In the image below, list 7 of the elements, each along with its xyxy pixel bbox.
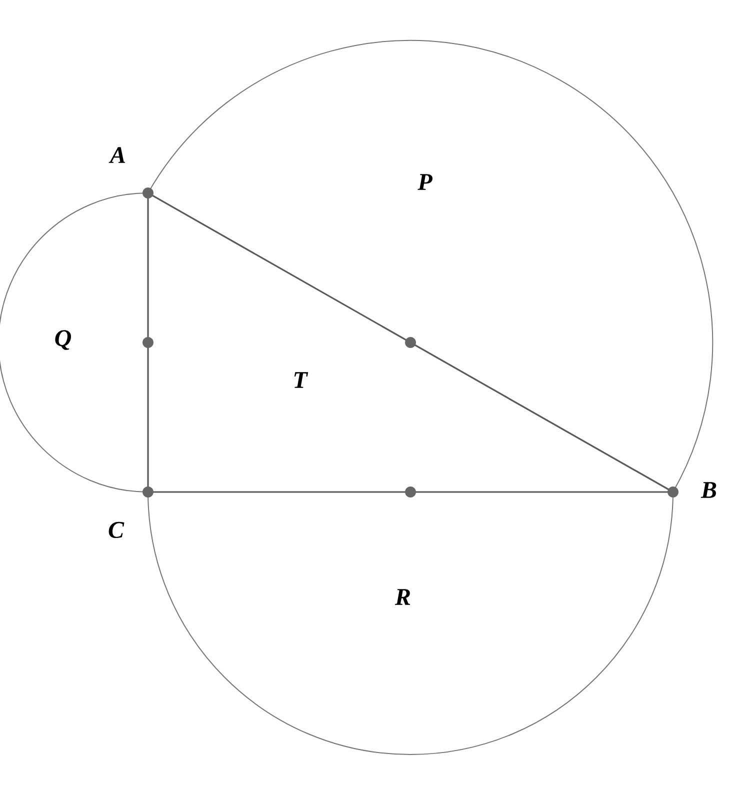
point-label: B [700,482,716,498]
region-label: Q [55,330,71,350]
region-label: R [394,589,410,605]
point-label: A [108,147,126,163]
point-label: C [108,522,124,538]
region-label: T [294,372,308,388]
region-label: P [418,174,432,190]
